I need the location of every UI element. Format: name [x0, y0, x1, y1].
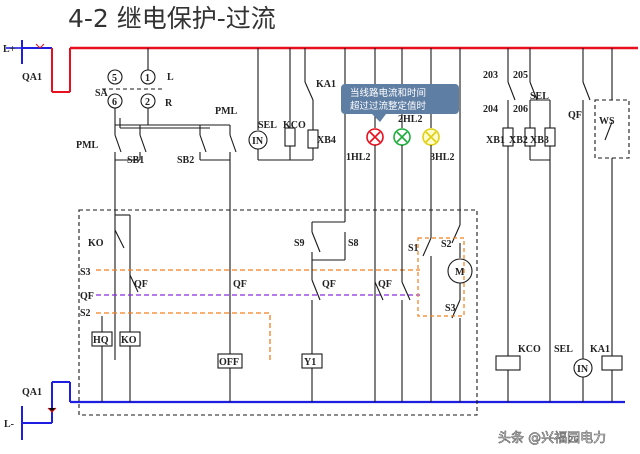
- label-xb4: XB4: [317, 135, 336, 146]
- label-sel-bottom: SEL: [554, 344, 573, 355]
- right-relay-section: [495, 48, 630, 402]
- label-sel-right: SEL: [530, 91, 549, 102]
- watermark: 头条 @兴福园电力: [498, 430, 606, 446]
- label-s3-right: S3: [445, 303, 456, 314]
- negative-bus: [21, 381, 625, 440]
- label-y1: Y1: [304, 357, 316, 368]
- label-pml-left: PML: [76, 140, 99, 151]
- motor-icon: M: [455, 267, 465, 278]
- label-r: R: [165, 98, 173, 109]
- label-s2-right: S2: [441, 239, 452, 250]
- label-qa1-bottom: QA1: [22, 387, 42, 398]
- label-ko-left: KO: [88, 238, 104, 249]
- label-qf-mid: QF: [233, 279, 247, 290]
- label-ws: WS: [599, 116, 615, 127]
- in-relay-bottom: IN: [577, 364, 589, 375]
- label-2hl2: 2HL2: [398, 114, 422, 125]
- linkage-orange-lower: [96, 312, 271, 360]
- label-qa1-top: QA1: [22, 72, 42, 83]
- sel-kco-upper: [248, 48, 296, 161]
- label-203: 203: [483, 70, 498, 81]
- tooltip-line-1: 当线路电流和时间: [350, 87, 426, 99]
- label-qf-left: QF: [80, 291, 94, 302]
- label-3hl2: 3HL2: [430, 152, 454, 163]
- label-s3-left: S3: [80, 267, 91, 278]
- label-qf-a: QF: [134, 279, 148, 290]
- sa-selector-switch: [102, 48, 162, 125]
- positive-bus: [6, 40, 638, 93]
- ka1-xb4-branch: [290, 48, 319, 161]
- label-ka1-bottom: KA1: [590, 344, 610, 355]
- label-sb1: SB1: [127, 155, 144, 166]
- tooltip-callout: 当线路电流和时间 超过过流整定值时: [341, 84, 459, 122]
- label-sa: SA: [95, 88, 109, 99]
- label-s2-left: S2: [80, 308, 91, 319]
- label-204: 204: [483, 104, 498, 115]
- label-pml-mid: PML: [215, 106, 238, 117]
- tooltip-line-2: 超过过流整定值时: [350, 100, 427, 112]
- label-s1: S1: [408, 243, 419, 254]
- label-l-minus: L-: [4, 419, 14, 430]
- label-s9: S9: [294, 238, 305, 249]
- contact-1: 1: [145, 73, 150, 84]
- contact-6: 6: [112, 97, 117, 108]
- label-sel-top: SEL: [258, 120, 277, 131]
- label-sb2: SB2: [177, 155, 194, 166]
- label-s8: S8: [348, 238, 359, 249]
- pml-sb-network: [114, 118, 237, 360]
- label-ka1-top: KA1: [316, 79, 336, 90]
- label-xb2: XB2: [509, 135, 528, 146]
- label-ko-box: KO: [121, 335, 137, 346]
- label-206: 206: [513, 104, 528, 115]
- label-xb1: XB1: [486, 135, 505, 146]
- label-l: L: [167, 72, 174, 83]
- label-hq: HQ: [93, 335, 109, 346]
- label-l-plus: L+: [3, 44, 16, 55]
- contact-2: 2: [145, 97, 150, 108]
- y1-coil-branch: [311, 48, 346, 354]
- label-qf-c: QF: [378, 279, 392, 290]
- label-off: OFF: [219, 357, 239, 368]
- label-qf-right: QF: [568, 110, 582, 121]
- label-kco-bottom: KCO: [518, 344, 541, 355]
- lamp-2hl2-icon: [393, 48, 411, 282]
- in-relay-top: IN: [252, 136, 264, 147]
- contact-5: 5: [112, 73, 117, 84]
- page-title: 4-2 继电保护-过流: [68, 4, 276, 33]
- label-1hl2: 1HL2: [346, 152, 370, 163]
- breaker-mechanism-box: [78, 209, 478, 416]
- label-qf-y1: QF: [322, 279, 336, 290]
- label-kco-top: KCO: [283, 120, 306, 131]
- label-xb3: XB3: [530, 135, 549, 146]
- motor-branch: [417, 48, 473, 402]
- label-205: 205: [513, 70, 528, 81]
